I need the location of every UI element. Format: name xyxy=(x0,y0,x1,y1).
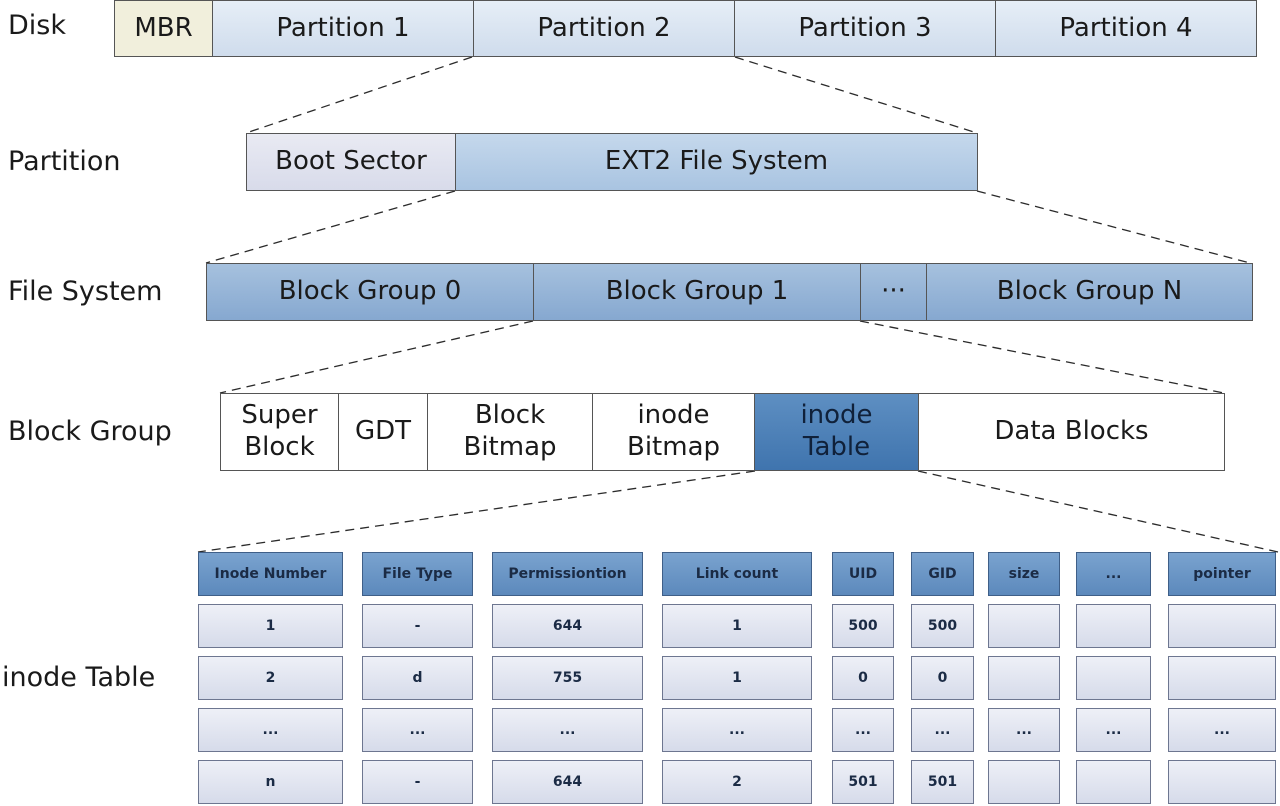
header-gid: GID xyxy=(911,552,974,596)
table-cell: ... xyxy=(362,708,473,752)
table-cell: 644 xyxy=(492,604,643,648)
bg-cell-inode-bitmap: inode Bitmap xyxy=(592,393,755,471)
connector-fs-to-bg-left xyxy=(219,320,534,394)
row-label-file-system: File System xyxy=(8,276,163,307)
fs-cell-ellipsis: ··· xyxy=(860,263,927,321)
header-link-count: Link count xyxy=(662,552,812,596)
table-cell: 500 xyxy=(832,604,894,648)
table-cell: ... xyxy=(911,708,974,752)
table-cell xyxy=(1168,656,1276,700)
table-cell xyxy=(988,604,1060,648)
connector-bg-to-table-right xyxy=(917,470,1279,553)
connector-partition-to-fs-right xyxy=(976,190,1251,264)
disk-cell-partition-4: Partition 4 xyxy=(995,0,1257,57)
table-cell: 500 xyxy=(911,604,974,648)
bg-cell-block-bitmap: Block Bitmap xyxy=(427,393,593,471)
row-label-partition: Partition xyxy=(8,146,121,177)
partition-bar: Boot Sector EXT2 File System xyxy=(246,133,978,191)
table-cell xyxy=(1076,604,1151,648)
table-cell: 501 xyxy=(911,760,974,804)
bg-cell-data-blocks: Data Blocks xyxy=(918,393,1225,471)
table-cell: ... xyxy=(492,708,643,752)
table-cell: n xyxy=(198,760,343,804)
header-ellipsis: ... xyxy=(1076,552,1151,596)
table-cell xyxy=(1076,656,1151,700)
file-system-bar: Block Group 0 Block Group 1 ··· Block Gr… xyxy=(206,263,1253,321)
table-cell: ... xyxy=(198,708,343,752)
connector-partition-to-fs-left xyxy=(205,190,456,264)
table-cell: 0 xyxy=(911,656,974,700)
connector-disk-to-partition-left xyxy=(245,56,473,134)
disk-cell-partition-1: Partition 1 xyxy=(212,0,474,57)
partition-cell-boot-sector: Boot Sector xyxy=(246,133,456,191)
table-cell: ... xyxy=(1076,708,1151,752)
table-cell: - xyxy=(362,760,473,804)
table-cell: ... xyxy=(662,708,812,752)
header-pointer: pointer xyxy=(1168,552,1276,596)
disk-cell-mbr: MBR xyxy=(114,0,213,57)
table-cell xyxy=(988,760,1060,804)
header-permission: Permissiontion xyxy=(492,552,643,596)
bg-cell-super-block: Super Block xyxy=(220,393,339,471)
table-cell: d xyxy=(362,656,473,700)
bg-cell-gdt: GDT xyxy=(338,393,428,471)
table-cell: 2 xyxy=(662,760,812,804)
table-cell: 1 xyxy=(662,604,812,648)
connector-disk-to-partition-right xyxy=(734,56,978,134)
header-uid: UID xyxy=(832,552,894,596)
table-cell: ... xyxy=(988,708,1060,752)
table-cell: 2 xyxy=(198,656,343,700)
table-cell xyxy=(1168,760,1276,804)
fs-cell-block-group-1: Block Group 1 xyxy=(533,263,861,321)
table-cell: ... xyxy=(832,708,894,752)
disk-bar: MBR Partition 1 Partition 2 Partition 3 … xyxy=(114,0,1257,57)
connector-fs-to-bg-right xyxy=(859,320,1225,394)
table-cell: 1 xyxy=(662,656,812,700)
table-cell: 1 xyxy=(198,604,343,648)
fs-cell-block-group-n: Block Group N xyxy=(926,263,1253,321)
connector-bg-to-table-left xyxy=(197,470,756,553)
row-label-inode-table: inode Table xyxy=(2,662,156,693)
table-cell: - xyxy=(362,604,473,648)
header-file-type: File Type xyxy=(362,552,473,596)
bg-cell-inode-table: inode Table xyxy=(754,393,919,471)
header-size: size xyxy=(988,552,1060,596)
row-label-disk: Disk xyxy=(8,10,66,41)
table-cell: 0 xyxy=(832,656,894,700)
fs-cell-block-group-0: Block Group 0 xyxy=(206,263,534,321)
table-cell: 644 xyxy=(492,760,643,804)
disk-cell-partition-2: Partition 2 xyxy=(473,0,735,57)
partition-cell-ext2-file-system: EXT2 File System xyxy=(455,133,978,191)
block-group-bar: Super Block GDT Block Bitmap inode Bitma… xyxy=(220,393,1225,471)
table-cell: 755 xyxy=(492,656,643,700)
header-inode-number: Inode Number xyxy=(198,552,343,596)
table-cell: ... xyxy=(1168,708,1276,752)
table-cell: 501 xyxy=(832,760,894,804)
disk-cell-partition-3: Partition 3 xyxy=(734,0,996,57)
table-cell xyxy=(1076,760,1151,804)
table-cell xyxy=(988,656,1060,700)
row-label-block-group: Block Group xyxy=(8,416,172,447)
table-cell xyxy=(1168,604,1276,648)
